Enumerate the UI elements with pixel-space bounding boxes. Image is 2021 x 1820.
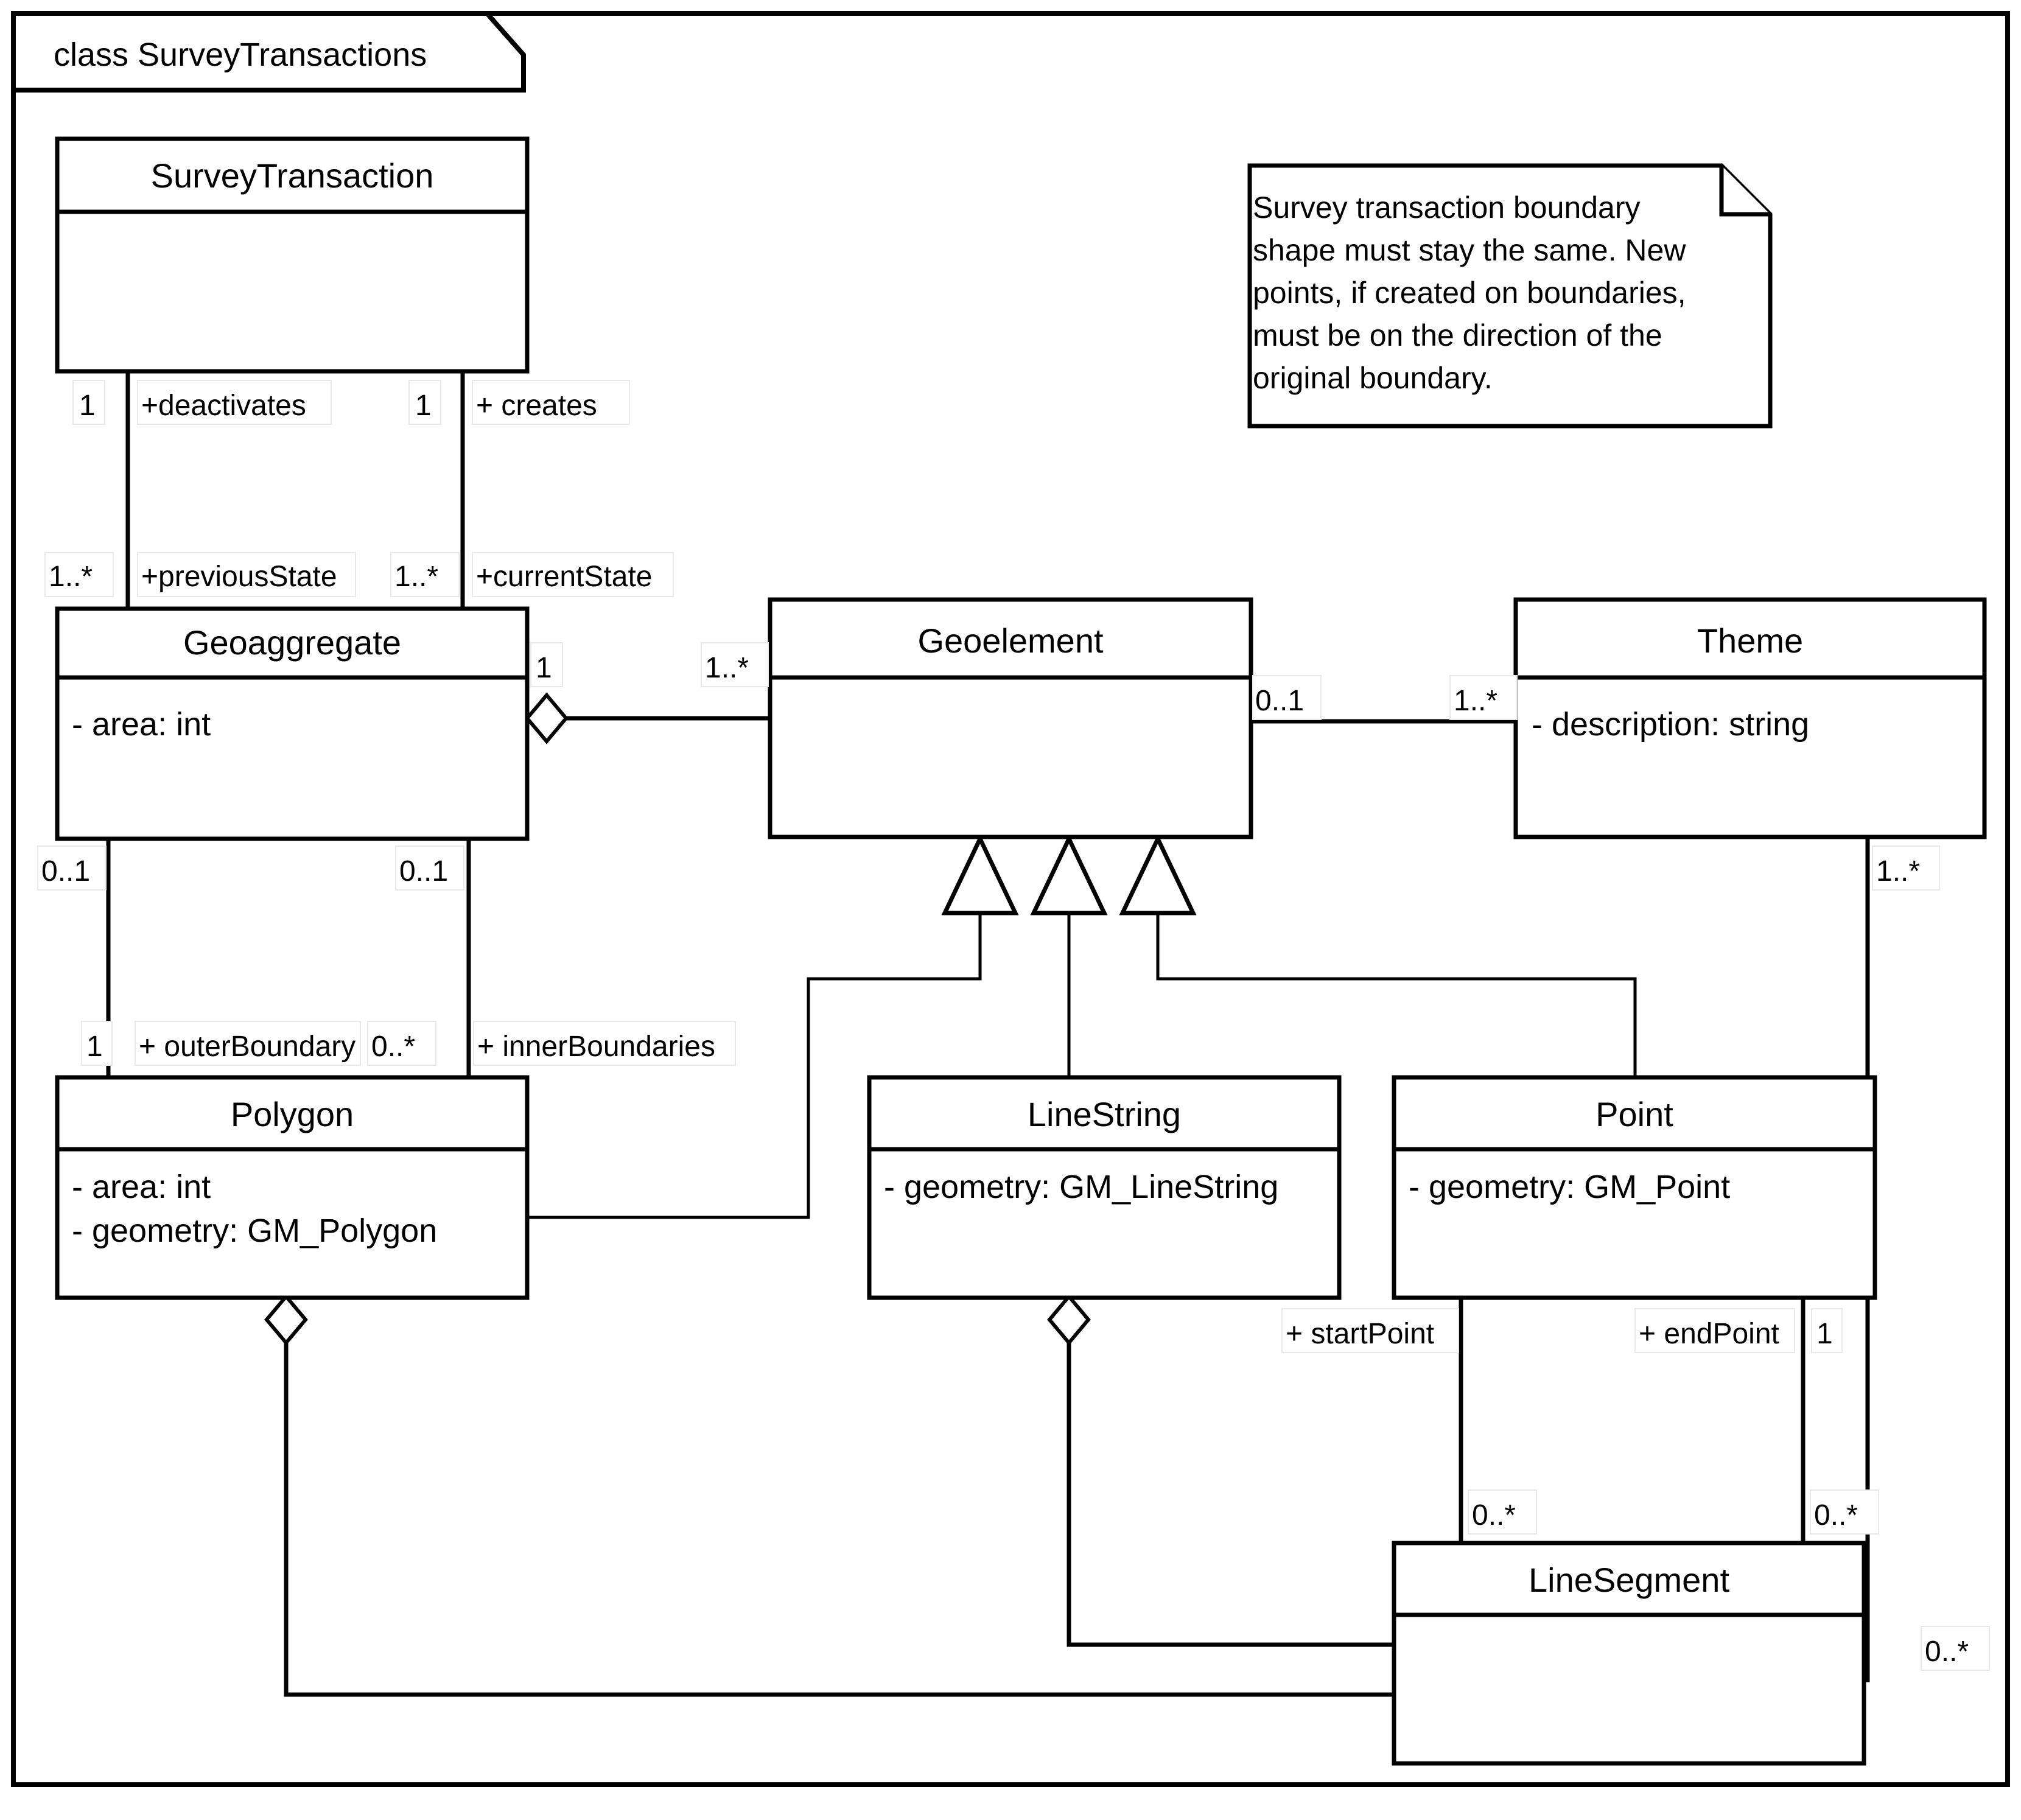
svg-text:0..1: 0..1 bbox=[1255, 685, 1304, 717]
svg-text:+currentState: +currentState bbox=[476, 561, 653, 593]
label-outerboundary-role: + outerBoundary bbox=[135, 1021, 361, 1066]
class-title-linesegment: LineSegment bbox=[1529, 1561, 1729, 1599]
aggregation-diamond-linestring bbox=[1047, 1293, 1091, 1346]
label-endpoint-mult: 1 bbox=[1811, 1308, 1843, 1353]
diagram-frame: class SurveyTransactions bbox=[11, 11, 2010, 1787]
svg-text:+ innerBoundaries: + innerBoundaries bbox=[477, 1031, 715, 1063]
svg-text:+previousState: +previousState bbox=[141, 561, 337, 593]
label-geoelement-theme-mult-left: 0..1 bbox=[1252, 675, 1322, 720]
class-attribute: - area: int bbox=[72, 706, 211, 743]
label-deactivates-mult: 1 bbox=[72, 380, 105, 425]
class-attribute: - geometry: GM_Polygon bbox=[72, 1213, 437, 1249]
note-line-2: shape must stay the same. New bbox=[1253, 233, 1686, 267]
svg-text:+ startPoint: + startPoint bbox=[1286, 1318, 1434, 1350]
note-line-1: Survey transaction boundary bbox=[1253, 191, 1640, 225]
svg-text:0..1: 0..1 bbox=[41, 855, 90, 887]
svg-text:1..*: 1..* bbox=[705, 652, 749, 684]
class-title-surveytransaction: SurveyTransaction bbox=[151, 156, 434, 195]
svg-text:0..*: 0..* bbox=[371, 1031, 415, 1063]
svg-text:1: 1 bbox=[86, 1031, 103, 1063]
svg-text:1: 1 bbox=[79, 390, 96, 422]
svg-text:0..1: 0..1 bbox=[399, 855, 448, 887]
label-theme-segment-mult-bottom: 0..* bbox=[1921, 1626, 1990, 1671]
class-attribute: - description: string bbox=[1532, 706, 1809, 743]
label-geoelement-theme-mult-right: 1..* bbox=[1449, 675, 1518, 720]
class-geoelement[interactable]: Geoelement bbox=[768, 597, 1253, 839]
label-outerboundary-mult-top: 0..1 bbox=[37, 845, 107, 891]
label-endpoint-role: + endPoint bbox=[1634, 1308, 1795, 1353]
class-title-theme: Theme bbox=[1697, 621, 1803, 660]
label-creates-mult: 1 bbox=[408, 380, 441, 425]
svg-text:+ outerBoundary: + outerBoundary bbox=[139, 1031, 356, 1063]
class-linesegment[interactable]: LineSegment bbox=[1392, 1541, 1866, 1766]
generalization-triangle-point bbox=[1119, 833, 1197, 915]
class-linestring[interactable]: LineString - geometry: GM_LineString bbox=[867, 1075, 1342, 1300]
svg-text:0..*: 0..* bbox=[1925, 1636, 1969, 1668]
svg-text:1: 1 bbox=[536, 652, 552, 684]
svg-text:1..*: 1..* bbox=[394, 561, 438, 593]
label-previousstate-mult: 1..* bbox=[44, 552, 114, 597]
class-point[interactable]: Point - geometry: GM_Point bbox=[1392, 1075, 1877, 1300]
frame-title: class SurveyTransactions bbox=[54, 37, 427, 73]
label-geoaggregate-geoelement-mult-right: 1..* bbox=[701, 642, 769, 687]
label-currentstate-mult: 1..* bbox=[390, 552, 460, 597]
label-geoaggregate-geoelement-mult-left: 1 bbox=[530, 642, 563, 687]
generalization-line-polygon bbox=[527, 913, 982, 1219]
assoc-polygon-linesegment bbox=[284, 1343, 1394, 1697]
class-attribute: - geometry: GM_Point bbox=[1409, 1169, 1730, 1205]
generalization-triangle-polygon bbox=[941, 833, 1019, 915]
svg-text:+ creates: + creates bbox=[476, 390, 597, 422]
label-currentstate-role: +currentState bbox=[472, 552, 674, 597]
aggregation-diamond-geoaggregate bbox=[525, 692, 569, 744]
label-innerboundaries-mult: 0..* bbox=[367, 1021, 436, 1066]
class-attribute: - area: int bbox=[72, 1169, 211, 1205]
label-segment-end-mult: 0..* bbox=[1810, 1489, 1879, 1535]
class-title-polygon: Polygon bbox=[231, 1095, 354, 1133]
generalization-triangle-linestring bbox=[1030, 833, 1108, 915]
assoc-linestring-linesegment bbox=[1067, 1343, 1394, 1647]
label-segment-start-mult: 0..* bbox=[1468, 1489, 1537, 1535]
generalization-line-point bbox=[1156, 913, 1637, 1077]
class-title-linestring: LineString bbox=[1028, 1095, 1181, 1133]
note-line-3: points, if created on boundaries, bbox=[1253, 276, 1686, 310]
svg-text:1..*: 1..* bbox=[1454, 685, 1497, 717]
label-outerboundary-mult: 1 bbox=[81, 1021, 113, 1066]
class-polygon[interactable]: Polygon - area: int - geometry: GM_Polyg… bbox=[55, 1075, 530, 1300]
label-theme-segment-mult-top: 1..* bbox=[1872, 845, 1940, 891]
svg-text:1..*: 1..* bbox=[49, 561, 93, 593]
label-startpoint-role: + startPoint bbox=[1281, 1308, 1459, 1353]
label-deactivates-role: +deactivates bbox=[137, 380, 332, 425]
aggregation-diamond-polygon bbox=[264, 1293, 308, 1346]
label-previousstate-role: +previousState bbox=[137, 552, 356, 597]
svg-text:0..*: 0..* bbox=[1472, 1499, 1516, 1531]
label-innerboundaries-role: + innerBoundaries bbox=[473, 1021, 736, 1066]
note-line-5: original boundary. bbox=[1253, 361, 1493, 395]
class-title-point: Point bbox=[1595, 1095, 1673, 1133]
class-attribute: - geometry: GM_LineString bbox=[884, 1169, 1278, 1205]
constraint-note: Survey transaction boundary shape must s… bbox=[1247, 163, 1773, 429]
class-title-geoelement: Geoelement bbox=[917, 621, 1104, 660]
svg-text:1: 1 bbox=[415, 390, 432, 422]
svg-text:1: 1 bbox=[1816, 1318, 1833, 1350]
class-theme[interactable]: Theme - description: string bbox=[1513, 597, 1987, 839]
label-creates-role: + creates bbox=[472, 380, 630, 425]
svg-text:+ endPoint: + endPoint bbox=[1639, 1318, 1779, 1350]
class-geoaggregate[interactable]: Geoaggregate - area: int bbox=[55, 606, 530, 841]
svg-text:0..*: 0..* bbox=[1814, 1499, 1858, 1531]
svg-text:1..*: 1..* bbox=[1876, 855, 1920, 887]
class-surveytransaction[interactable]: SurveyTransaction bbox=[55, 136, 530, 374]
svg-text:+deactivates: +deactivates bbox=[141, 390, 306, 422]
class-title-geoaggregate: Geoaggregate bbox=[183, 623, 401, 662]
label-innerboundaries-mult-top: 0..1 bbox=[395, 845, 464, 891]
note-line-4: must be on the direction of the bbox=[1253, 318, 1662, 352]
